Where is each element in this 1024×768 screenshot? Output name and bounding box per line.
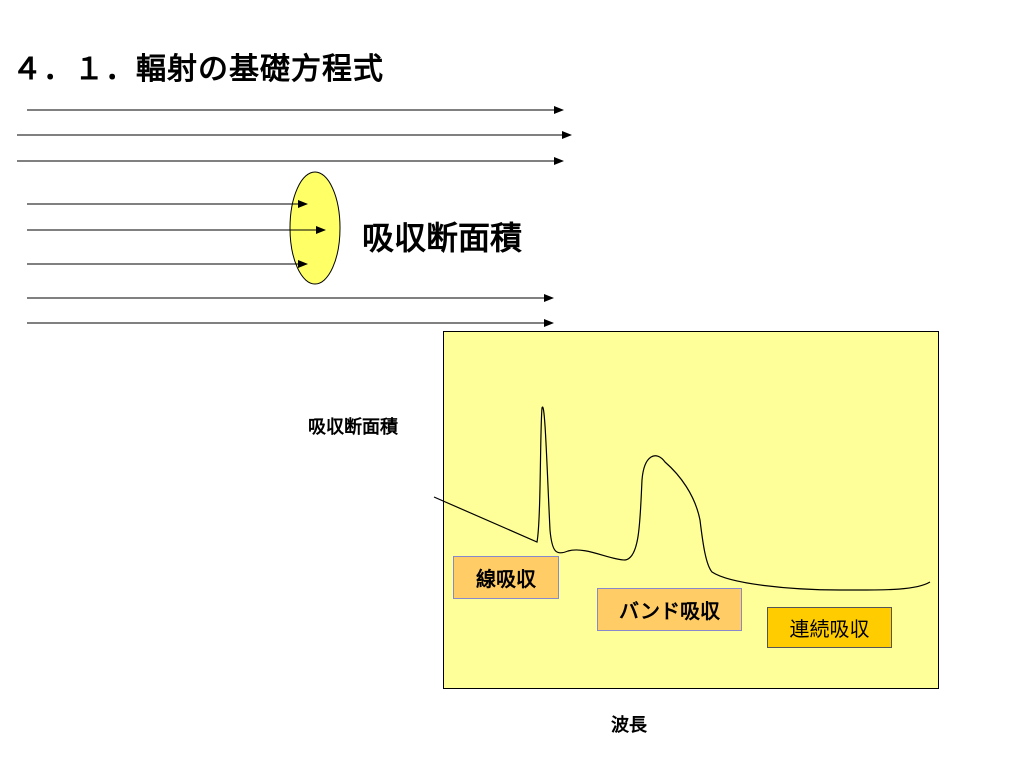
continuum-absorption-label: 連続吸収 [767,607,892,648]
slide-title: ４．１．輻射の基礎方程式 [12,52,384,87]
band-absorption-label: バンド吸収 [597,588,742,631]
cross-section-label: 吸収断面積 [362,219,523,257]
absorption-spectrum-curve [433,406,931,591]
y-axis-label: 吸収断面積 [308,417,398,438]
line-absorption-label: 線吸収 [453,556,559,599]
x-axis-label: 波長 [611,715,647,736]
